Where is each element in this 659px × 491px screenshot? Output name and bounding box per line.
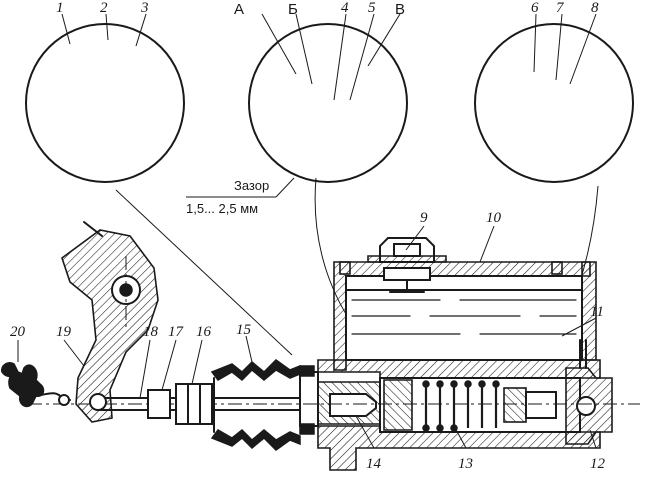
- detail-circle-gap: А Б 4 5 В Зазор 1,5... 2,5 мм: [186, 0, 408, 216]
- pushrod: [28, 383, 640, 425]
- label-v: В: [395, 1, 405, 18]
- main-assembly: [0, 221, 640, 471]
- gap-note-range: 1,5... 2,5 мм: [186, 201, 258, 216]
- callout-6: 6: [531, 0, 539, 16]
- callout-1: 1: [56, 0, 64, 16]
- label-b: Б: [288, 1, 298, 18]
- pedal-return-spring: [0, 361, 71, 408]
- rubber-boot: [210, 359, 301, 451]
- callout-9: 9: [420, 210, 428, 226]
- callout-2: 2: [100, 0, 108, 16]
- callout-3: 3: [140, 0, 149, 16]
- callout-16: 16: [196, 324, 212, 340]
- callout-11: 11: [590, 304, 604, 320]
- callout-5: 5: [368, 0, 376, 16]
- callout-8: 8: [591, 0, 599, 16]
- main-callouts: 9 10 11 12 13 14 15 16 17 18 19 20: [10, 210, 606, 472]
- callout-10: 10: [486, 210, 502, 226]
- callout-12: 12: [590, 456, 606, 472]
- filler-cap: [367, 237, 447, 293]
- callout-19: 19: [56, 324, 72, 340]
- detail-circle-valve: 6 7 8: [474, 0, 634, 183]
- callout-13: 13: [458, 456, 473, 472]
- callout-20: 20: [10, 324, 26, 340]
- callout-4: 4: [341, 0, 349, 16]
- primary-piston: [299, 365, 381, 435]
- callout-14: 14: [366, 456, 382, 472]
- label-a: А: [234, 1, 244, 18]
- callout-15: 15: [236, 322, 252, 338]
- cylinder-body: [317, 339, 613, 471]
- pedal-lever: [61, 221, 159, 423]
- detail-circle-seal: 1 2 3: [25, 0, 185, 183]
- gap-note-title: Зазор: [234, 178, 269, 193]
- callout-18: 18: [143, 324, 159, 340]
- callout-17: 17: [168, 324, 185, 340]
- reservoir: [333, 261, 597, 371]
- callout-7: 7: [556, 0, 565, 16]
- return-spring: [422, 380, 500, 432]
